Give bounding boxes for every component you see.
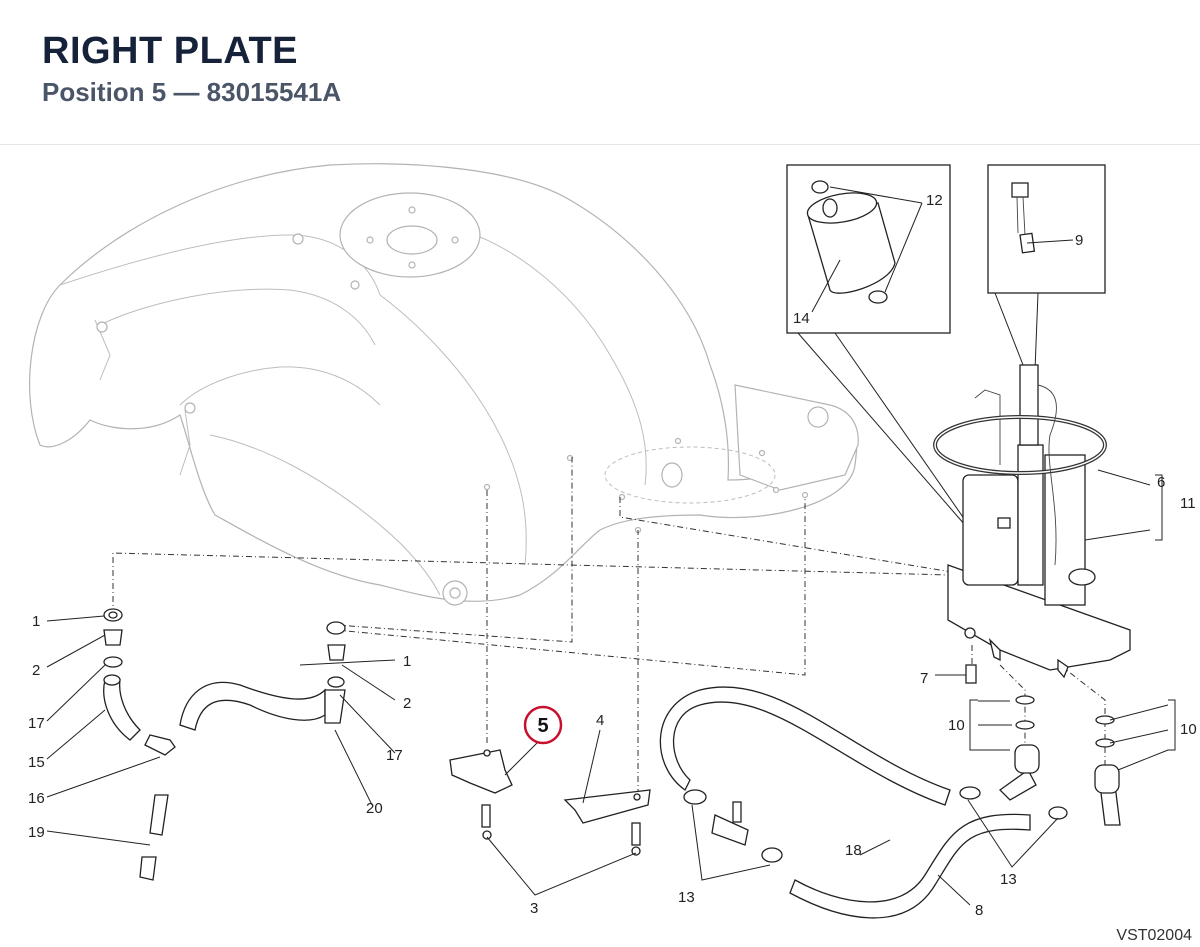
- page-subtitle: Position 5 — 83015541A: [42, 77, 342, 107]
- label-11: 11: [1180, 495, 1196, 512]
- label-14: 14: [793, 310, 810, 327]
- label-15: 15: [28, 754, 45, 771]
- label-10-left: 10: [948, 717, 965, 734]
- inset-sensor: [987, 164, 1106, 294]
- label-19: 19: [28, 824, 45, 841]
- label-16: 16: [28, 790, 45, 807]
- label-20: 20: [366, 800, 383, 817]
- label-4: 4: [596, 712, 604, 729]
- label-13-right: 13: [1000, 871, 1017, 888]
- label-12: 12: [926, 192, 943, 209]
- label-18: 18: [845, 842, 862, 859]
- fuel-pump-assembly: [933, 364, 1131, 679]
- label-2-left: 2: [32, 662, 40, 679]
- label-1-left: 1: [32, 613, 40, 630]
- right-hose-assembly: [659, 469, 1176, 919]
- label-1-right: 1: [403, 653, 411, 670]
- label-5[interactable]: 5: [537, 715, 548, 737]
- label-7: 7: [920, 670, 928, 687]
- label-3: 3: [530, 900, 538, 917]
- highlighted-callout-5[interactable]: 5: [523, 705, 563, 745]
- label-17-left: 17: [28, 715, 45, 732]
- label-9: 9: [1075, 232, 1083, 249]
- label-2-right: 2: [403, 695, 411, 712]
- exploded-parts-diagram: 1 2 17 15 16 19 1 2 17 20 3 4 13 18 13 8…: [28, 163, 1197, 919]
- label-6: 6: [1157, 474, 1165, 491]
- fuel-tank: [28, 163, 859, 606]
- label-17-right: 17: [386, 747, 403, 764]
- page-title: RIGHT PLATE: [42, 30, 299, 72]
- drawing-code: VST02004: [1116, 927, 1192, 944]
- plate-4: [563, 729, 651, 856]
- plate-5: [449, 739, 637, 896]
- highlight-circle[interactable]: [523, 705, 563, 745]
- callout-labels: 1 2 17 15 16 19 1 2 17 20 3 4 13 18 13 8…: [28, 192, 1197, 919]
- page-header: RIGHT PLATE Position 5 — 83015541A: [0, 0, 1200, 145]
- inset-filter: [786, 164, 951, 334]
- label-13-left: 13: [678, 889, 695, 906]
- label-8: 8: [975, 902, 983, 919]
- left-hose-assembly: [46, 608, 396, 881]
- label-10-right: 10: [1180, 721, 1197, 738]
